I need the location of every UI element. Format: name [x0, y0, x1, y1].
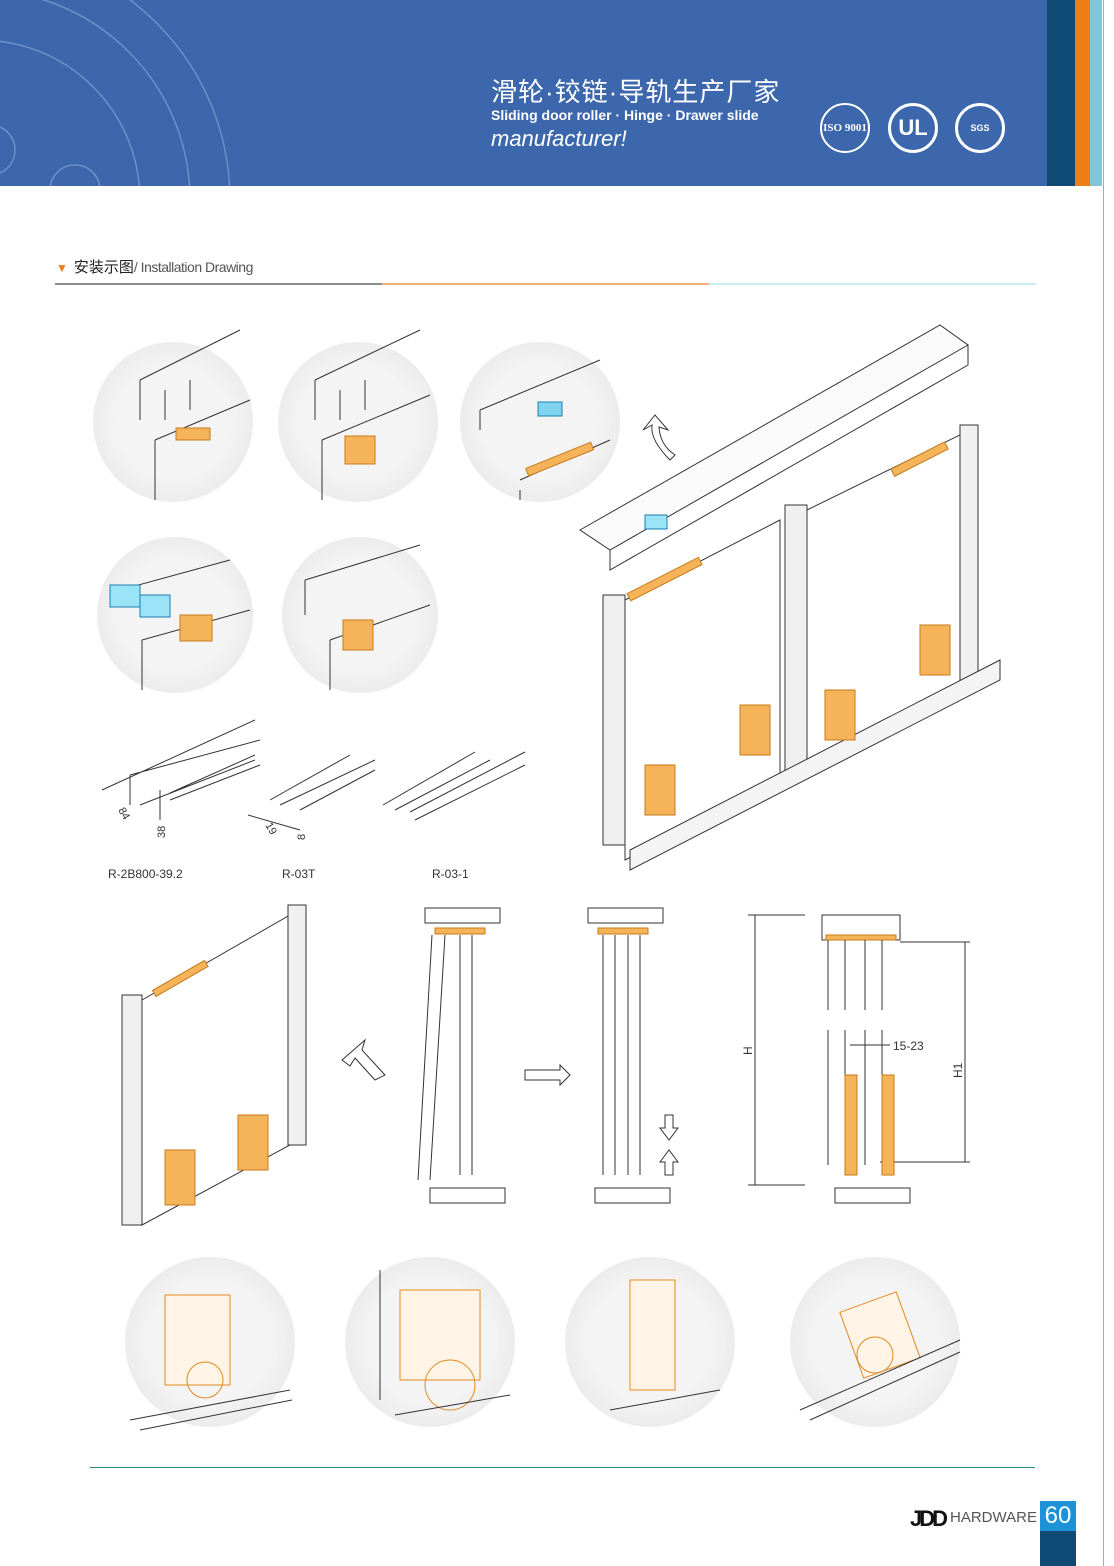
- sgs-cert-icon: SGS: [955, 103, 1005, 153]
- page-number-tab: [1040, 1531, 1076, 1566]
- roller-detail-3: [565, 1257, 735, 1427]
- profile-label-r-2b800: R-2B800-39.2: [108, 867, 183, 881]
- lightblue-stripe: [1090, 0, 1102, 186]
- header-title-cn: 滑轮·铰链·导轨生产厂家: [491, 77, 781, 107]
- page-edge: [1103, 0, 1104, 1566]
- dim-H: H: [741, 1046, 755, 1055]
- header-title-en: Sliding door roller · Hinge · Drawer sli…: [491, 107, 759, 123]
- triangle-bullet-icon: ▼: [56, 261, 68, 275]
- right-arrow-icon: [524, 1063, 571, 1087]
- detail-circle-4: [97, 537, 253, 693]
- profile-r-03-1: [382, 751, 526, 821]
- divider-gray: [55, 283, 382, 285]
- header-banner: 滑轮·铰链·导轨生产厂家 Sliding door roller · Hinge…: [0, 0, 1047, 186]
- detail-circle-5: [282, 537, 438, 693]
- down-arrow-icon: [659, 1114, 679, 1141]
- install-step-2: [587, 907, 679, 1204]
- iso-9001-cert-icon: ISO 9001: [820, 103, 870, 153]
- dim-84: 84: [115, 806, 132, 823]
- tilt-arrow-icon: [341, 1038, 386, 1081]
- roller-detail-1: [125, 1257, 295, 1431]
- detail-circle-2: [278, 329, 438, 502]
- roller-detail-2: [345, 1257, 515, 1427]
- divider-orange: [382, 283, 709, 285]
- navy-stripe: [1047, 0, 1075, 186]
- roller-detail-4: [790, 1257, 961, 1427]
- divider-cyan: [709, 283, 1036, 285]
- detail-circle-3: [460, 342, 620, 502]
- dim-19: 19: [262, 821, 279, 838]
- header-title-manufacturer: manufacturer!: [491, 126, 627, 151]
- install-step-1: [417, 907, 506, 1204]
- dim-8: 8: [296, 834, 308, 840]
- up-arrow-icon: [659, 1149, 679, 1176]
- section-heading: ▼ 安装示图/ Installation Drawing: [56, 256, 253, 277]
- profile-r-03t: 19 8: [247, 754, 376, 840]
- brand-logo: JDD: [910, 1506, 948, 1531]
- page-number: 60: [1040, 1501, 1076, 1531]
- section-title-cn: 安装示图: [73, 259, 134, 276]
- profile-label-r-03t: R-03T: [282, 867, 316, 881]
- brand-name: HARDWARE: [950, 1509, 1037, 1526]
- profile-r-2b800: 84 38: [101, 719, 261, 838]
- profile-label-r-03-1: R-03-1: [432, 867, 469, 881]
- decorative-arcs: [0, 0, 231, 186]
- ul-cert-icon: UL: [888, 103, 938, 153]
- detail-circle-1: [93, 329, 253, 502]
- curved-arrow-icon: [642, 414, 676, 461]
- single-door-drawing: [121, 904, 307, 1226]
- sliding-door-assembly: [579, 324, 1001, 871]
- dim-38: 38: [156, 826, 168, 838]
- section-title-en: / Installation Drawing: [133, 259, 253, 275]
- dim-H1: H1: [951, 1062, 965, 1078]
- footer-divider: [90, 1467, 1035, 1468]
- dim-gap: 15-23: [893, 1039, 924, 1053]
- orange-stripe: [1075, 0, 1090, 186]
- dimension-diagram: H H1 15-23: [741, 914, 970, 1204]
